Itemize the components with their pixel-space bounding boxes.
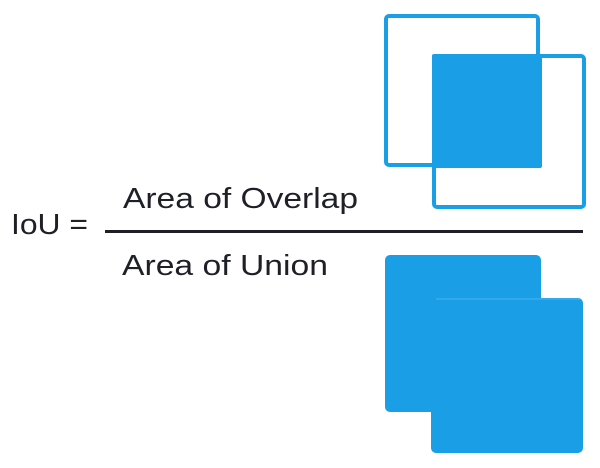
intersection-fill [432, 54, 542, 168]
union-box-b-fill [431, 298, 583, 453]
union-diagram-icon [385, 255, 583, 453]
denominator-label: Area of Union [122, 250, 328, 282]
overlap-diagram-icon [384, 14, 586, 209]
iou-formula: IoU = Area of Overlap Area of Union [11, 183, 583, 282]
numerator-label: Area of Overlap [123, 183, 358, 215]
formula-lhs-label: IoU = [11, 209, 88, 241]
